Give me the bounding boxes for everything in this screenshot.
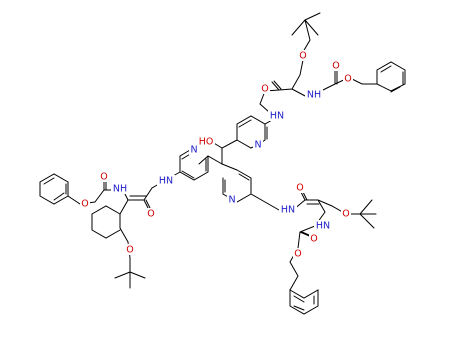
atom-o-carbonyl-left: O [146, 208, 156, 220]
atom-o-carbonyl-top: O [260, 83, 270, 95]
svg-text:N: N [190, 145, 197, 156]
svg-text:HN: HN [316, 221, 330, 232]
atom-o-carbonyl-bottom: O [295, 182, 305, 194]
svg-text:HN: HN [270, 111, 284, 122]
atom-hn-bottom: HN [314, 220, 332, 232]
atom-o-carbamate-left-b: O [80, 198, 90, 210]
atom-n-pyridine-top: N [253, 139, 263, 151]
atom-o-carbamate-top-b: O [343, 73, 353, 85]
atom-nh-top: NH [305, 89, 323, 101]
bond-lines [39, 12, 406, 315]
svg-text:O: O [296, 183, 303, 194]
svg-text:NH: NH [113, 184, 127, 195]
svg-text:O: O [342, 209, 349, 220]
atom-o-tbu-top: O [298, 50, 308, 62]
svg-text:O: O [147, 209, 154, 220]
svg-text:O: O [294, 249, 301, 260]
atom-hn-amide-top: HN [268, 110, 286, 122]
svg-text:O: O [344, 74, 351, 85]
atom-o-tbu-bottom: O [341, 208, 351, 220]
svg-text:O: O [261, 84, 268, 95]
svg-text:N: N [228, 195, 235, 206]
svg-text:O: O [299, 51, 306, 62]
atom-o-carbamate-left-a: O [99, 171, 109, 183]
atom-labels: O O NH O O HN N HO N HN NH O O O O N HN … [80, 50, 353, 260]
atom-nh-left: NH [111, 183, 129, 195]
atom-o-carbamate-bottom-b: O [293, 248, 303, 260]
svg-text:O: O [310, 234, 317, 245]
atom-ho-central: HO [198, 136, 215, 148]
atom-o-carbamate-bottom-a: O [309, 233, 319, 245]
atom-hn-amide-bottom: HN [279, 204, 297, 216]
svg-text:O: O [126, 245, 133, 256]
svg-text:HN: HN [159, 176, 173, 187]
svg-text:O: O [100, 172, 107, 183]
svg-text:HO: HO [199, 137, 214, 148]
atom-n-pyridine-left: N [189, 144, 199, 156]
atom-o-tbu-left: O [125, 244, 135, 256]
svg-text:HN: HN [281, 205, 295, 216]
atom-o-carbamate-top-a: O [331, 60, 341, 72]
svg-text:O: O [332, 61, 339, 72]
svg-text:NH: NH [307, 90, 321, 101]
atom-n-pyridine-mid: N [227, 194, 237, 206]
atom-hn-amide-left: HN [157, 175, 175, 187]
svg-text:N: N [254, 140, 261, 151]
svg-text:O: O [81, 199, 88, 210]
